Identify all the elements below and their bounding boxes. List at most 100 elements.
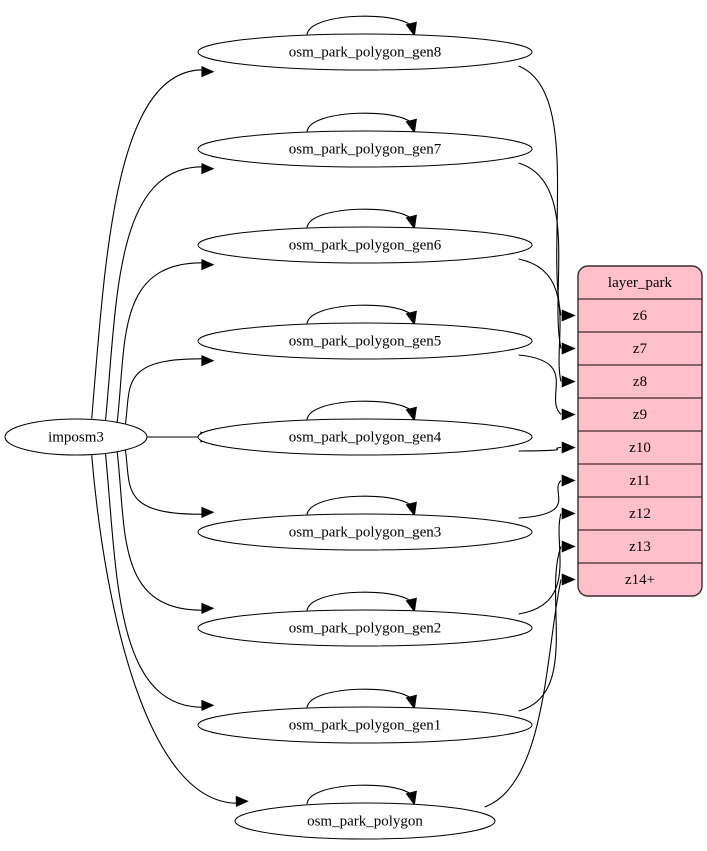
- node-gen6-label: osm_park_polygon_gen6: [289, 237, 442, 253]
- edge-path: [484, 579, 562, 808]
- table-row[interactable]: z13: [578, 529, 702, 555]
- arrowhead-gen8-z6: [561, 309, 576, 322]
- zoom-level-label: z9: [633, 407, 647, 423]
- zoom-level-label: z10: [629, 440, 651, 456]
- edge-path: [518, 354, 562, 415]
- arrowhead-gen6-z8: [561, 375, 576, 388]
- edge-path: [518, 446, 562, 452]
- node-gen4-label: osm_park_polygon_gen4: [289, 429, 442, 445]
- node-gen1-label: osm_park_polygon_gen1: [289, 717, 441, 733]
- arrowhead-self-gen6: [405, 214, 417, 230]
- edge-imposm3-to-gen8: [91, 65, 215, 419]
- node-gen4-shape: [197, 418, 533, 456]
- edge-path: [518, 513, 562, 615]
- node-gen3-shape: [197, 513, 533, 551]
- edge-path: [123, 443, 204, 515]
- node-gen8[interactable]: osm_park_polygon_gen8: [197, 33, 533, 71]
- table-row[interactable]: z7: [578, 331, 702, 357]
- node-gen5-shape: [197, 322, 533, 360]
- edge-path: [518, 546, 562, 712]
- edge-path: [123, 358, 204, 431]
- node-gen6[interactable]: osm_park_polygon_gen6: [197, 226, 533, 264]
- edge-path: [91, 69, 204, 419]
- node-gen7[interactable]: osm_park_polygon_gen7: [197, 130, 533, 168]
- arrowhead-gen3: [201, 506, 215, 519]
- arrowhead-gen1-z13: [561, 540, 576, 553]
- self-loop-gen8: [306, 15, 417, 37]
- node-gen6-shape: [197, 226, 533, 264]
- node-base-shape: [234, 802, 496, 840]
- node-gen1-shape: [197, 706, 533, 744]
- edge-path: [518, 65, 562, 316]
- node-gen8-label: osm_park_polygon_gen8: [289, 44, 441, 60]
- node-gen7-shape: [197, 130, 533, 168]
- table-row[interactable]: z6: [578, 298, 702, 324]
- arrowhead-gen2: [201, 602, 215, 615]
- self-loop-path: [306, 208, 414, 229]
- node-base[interactable]: osm_park_polygon: [234, 802, 496, 840]
- self-loop-path: [306, 112, 414, 133]
- edge-gen3-to-z11: [518, 474, 576, 519]
- self-loop-path: [306, 591, 414, 612]
- table-row[interactable]: z10: [578, 430, 702, 456]
- edge-gen1-to-z13: [518, 540, 576, 712]
- edge-imposm3-to-gen6: [116, 258, 215, 425]
- table-row[interactable]: z11: [578, 463, 702, 489]
- arrowhead-gen4-z10: [561, 441, 576, 454]
- table-row[interactable]: z14+: [578, 562, 702, 588]
- layer-park-table: layer_park z6 z7 z8 z9 z10 z11 z12 z13 z14+: [577, 265, 703, 597]
- edge-imposm3-to-gen5: [123, 354, 215, 431]
- zoom-level-label: z6: [633, 308, 648, 324]
- arrowhead-gen5: [201, 354, 215, 367]
- self-loop-gen5: [306, 304, 417, 326]
- node-gen5[interactable]: osm_park_polygon_gen5: [197, 322, 533, 360]
- arrowhead-gen3-z11: [561, 474, 576, 487]
- edge-path: [116, 262, 204, 425]
- edge-imposm3-to-gen1: [104, 453, 215, 712]
- zoom-level-label: z13: [629, 539, 651, 555]
- self-loop-gen4: [306, 400, 417, 422]
- arrowhead-gen5-z9: [561, 408, 576, 421]
- zoom-level-label: z14+: [625, 572, 655, 588]
- self-loop-gen3: [306, 495, 417, 517]
- node-gen2-shape: [197, 609, 533, 647]
- edge-path: [116, 449, 204, 611]
- arrowhead-gen7-z7: [561, 342, 576, 355]
- edge-gen6-to-z8: [518, 258, 576, 388]
- node-gen8-shape: [197, 33, 533, 71]
- arrowhead-self-base: [405, 790, 417, 806]
- node-gen3[interactable]: osm_park_polygon_gen3: [197, 513, 533, 551]
- edge-path: [104, 166, 204, 421]
- edge-path: [518, 480, 562, 519]
- zoom-level-label: z11: [629, 473, 650, 489]
- arrowhead-self-gen7: [405, 118, 417, 134]
- edge-path: [518, 162, 562, 349]
- arrowhead-base-z14+: [561, 573, 576, 586]
- edge-path: [104, 453, 204, 708]
- node-base-label: osm_park_polygon: [307, 813, 423, 829]
- edge-imposm3-to-gen3: [123, 443, 215, 519]
- self-loop-gen7: [306, 112, 417, 134]
- node-gen4[interactable]: osm_park_polygon_gen4: [197, 418, 533, 456]
- table-row[interactable]: z12: [578, 496, 702, 522]
- arrowhead-self-gen8: [405, 21, 417, 37]
- self-loop-gen2: [306, 591, 417, 613]
- self-loop-path: [306, 784, 414, 805]
- node-gen2[interactable]: osm_park_polygon_gen2: [197, 609, 533, 647]
- table-row[interactable]: z8: [578, 364, 702, 390]
- node-gen1[interactable]: osm_park_polygon_gen1: [197, 706, 533, 744]
- edge-gen4-to-z10: [518, 441, 576, 454]
- edge-path: [91, 455, 239, 804]
- self-loop-gen1: [306, 688, 417, 710]
- table-row[interactable]: z9: [578, 397, 702, 423]
- node-imposm3-label: imposm3: [48, 429, 104, 445]
- table-header-row[interactable]: layer_park: [608, 275, 673, 291]
- arrowhead-base: [235, 795, 249, 808]
- node-imposm3[interactable]: imposm3: [4, 418, 148, 456]
- self-loop-path: [306, 688, 414, 709]
- arrowhead-gen7: [201, 162, 215, 175]
- node-gen3-label: osm_park_polygon_gen3: [289, 524, 441, 540]
- edge-gen2-to-z12: [518, 507, 576, 615]
- arrowhead-self-gen3: [405, 501, 417, 517]
- edge-path: [518, 258, 562, 382]
